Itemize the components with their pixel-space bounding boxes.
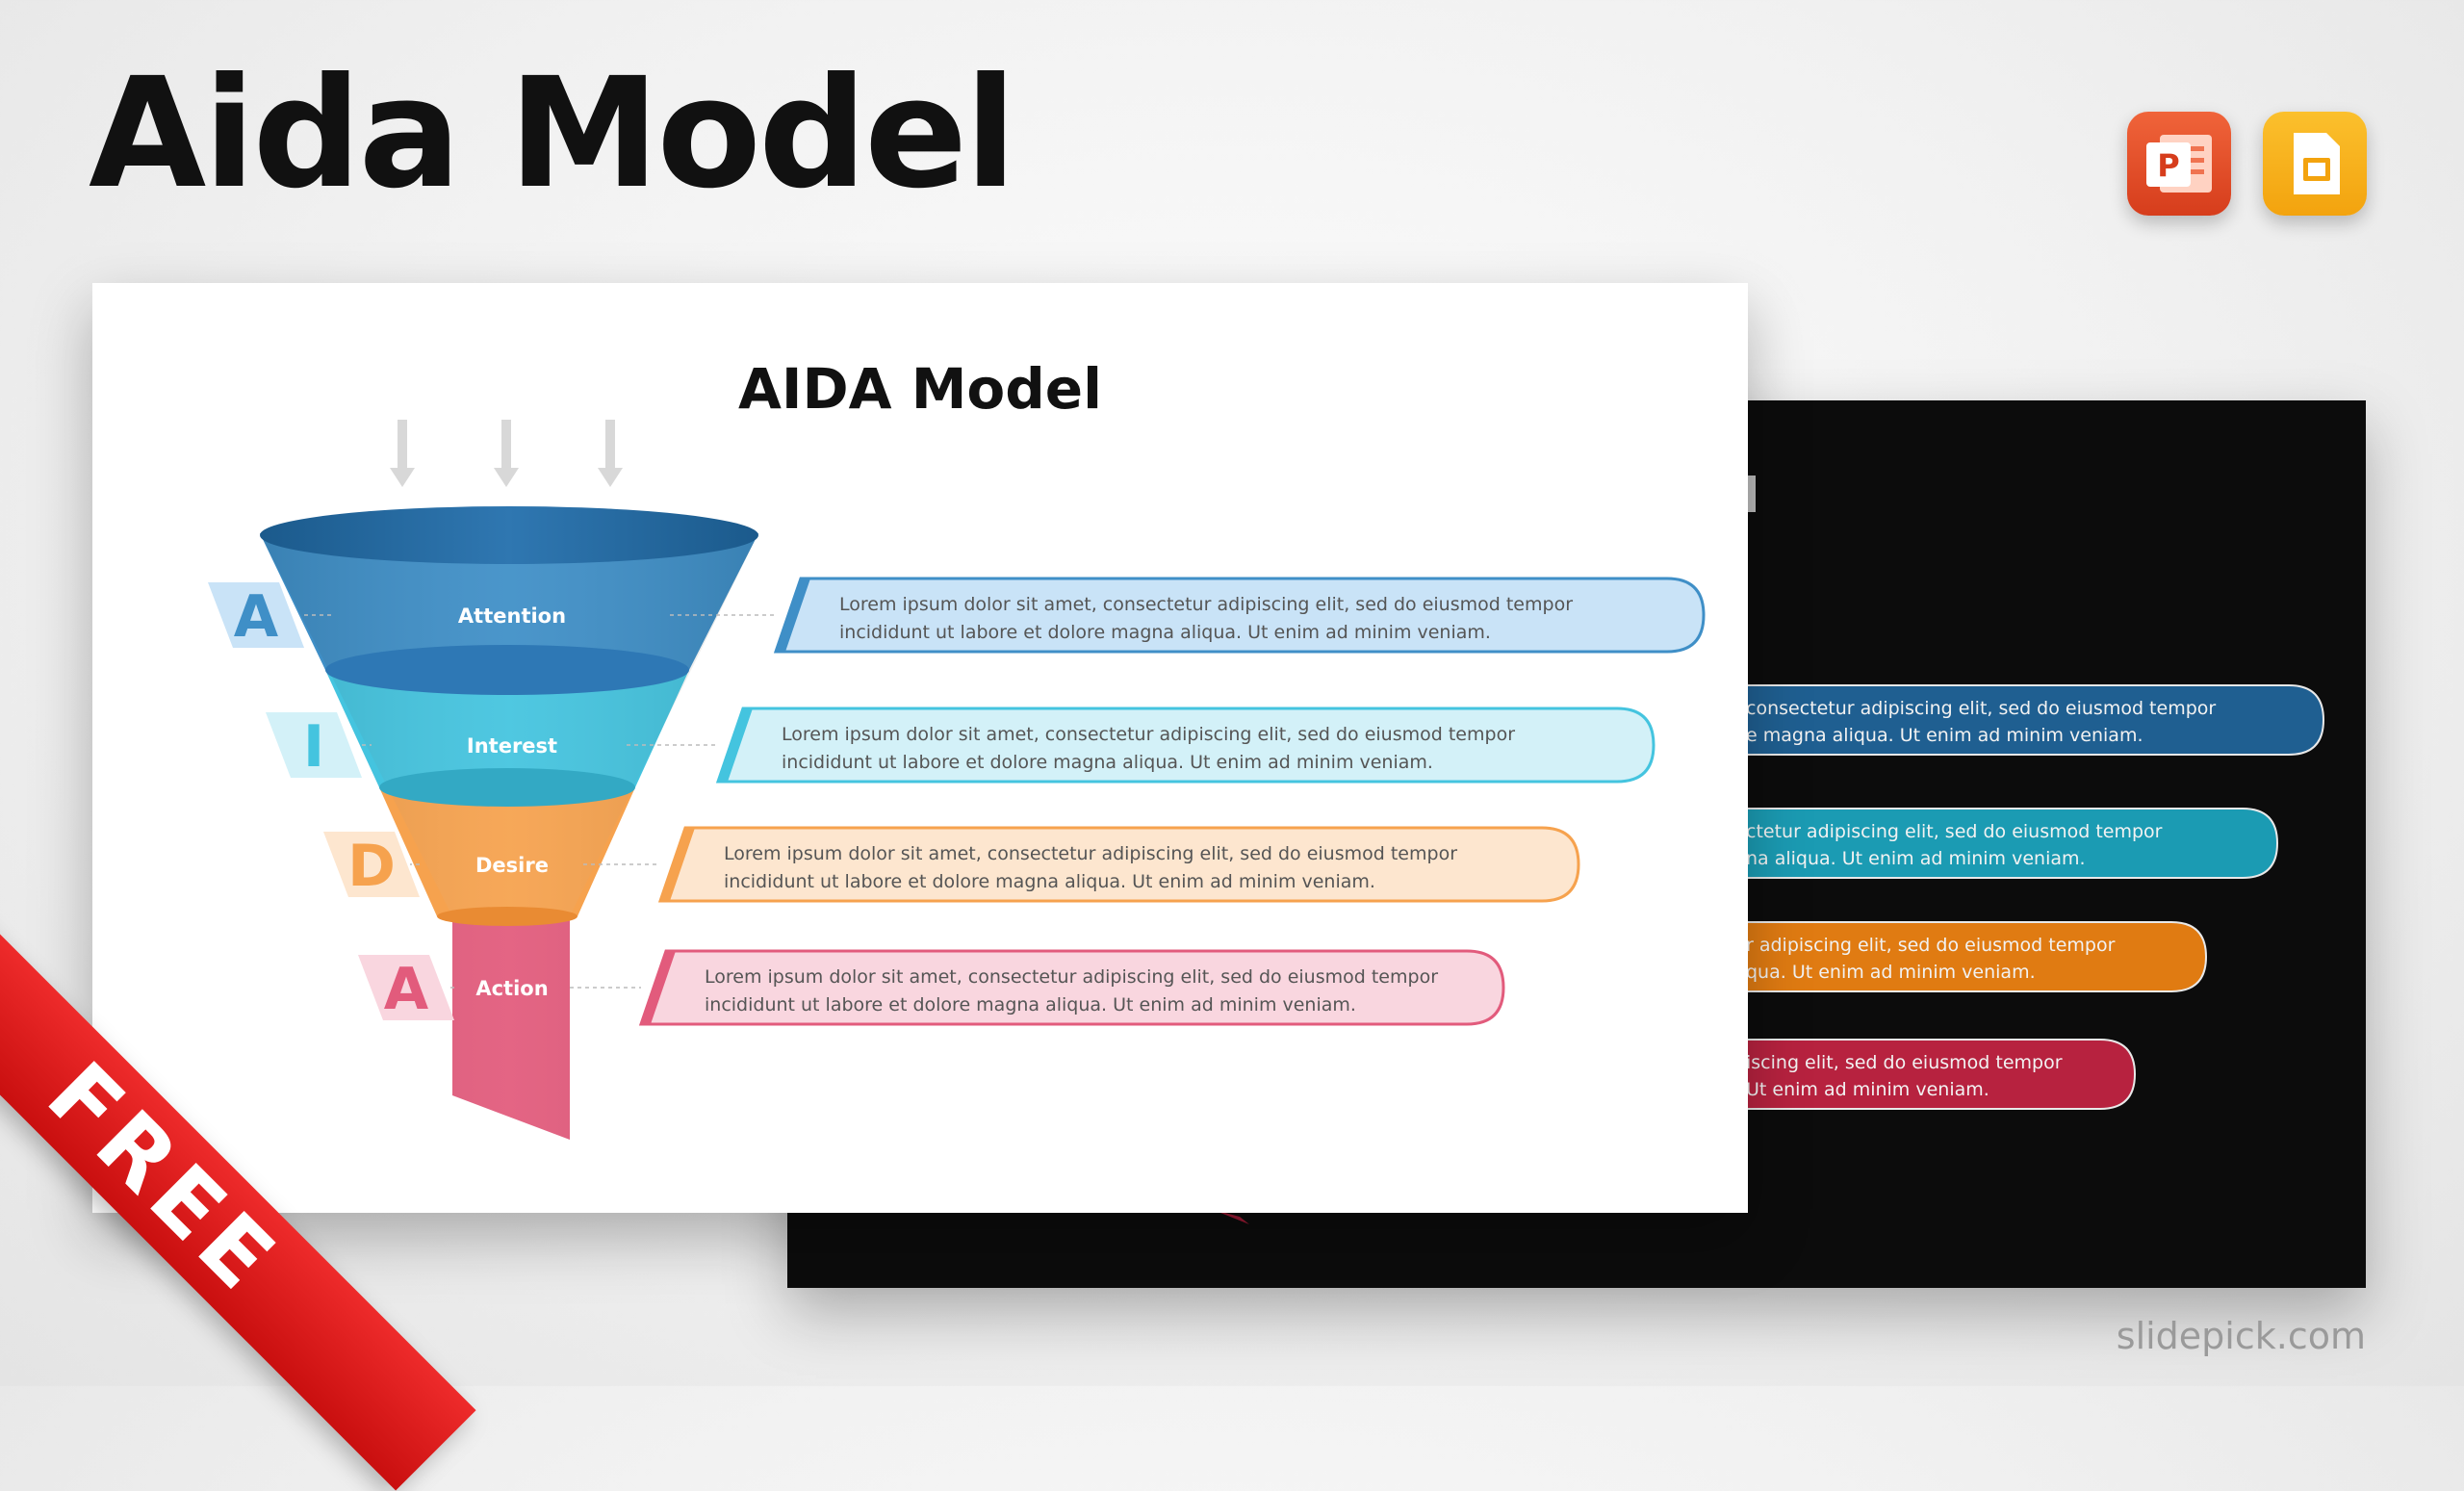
stage-description-bar — [657, 826, 1580, 903]
stage-description-line2: incididunt ut labore et dolore magna ali… — [782, 752, 1433, 773]
stage-row-action: A Action Lorem ipsum dolor sit amet, conse… — [358, 949, 1505, 1026]
bar-accent — [776, 578, 810, 652]
dark-bar-line1: ctetur adipiscing elit, sed do eiusmod t… — [1746, 821, 2163, 842]
stage-label: Interest — [467, 734, 557, 758]
stage-letter: A — [384, 956, 429, 1023]
stage-row-interest: I Interest Lorem ipsum dolor sit amet, con… — [266, 707, 1656, 784]
dark-stage-bar: iscing elit, sed do eiusmod tempor Ut eni… — [1710, 1039, 2137, 1110]
funnel-top-rim — [260, 506, 758, 564]
stage-letter-box — [208, 582, 304, 648]
stage-letter: A — [234, 583, 279, 651]
dark-bar-line2: e magna aliqua. Ut enim ad minim veniam. — [1746, 725, 2143, 746]
dark-bar-shape — [1710, 921, 2208, 992]
stage-description-line1: Lorem ipsum dolor sit amet, consectetur … — [724, 843, 1457, 864]
dark-bar-shape — [1710, 684, 2325, 756]
funnel-rim-1 — [325, 645, 689, 695]
slide-title: AIDA Model — [738, 356, 1102, 422]
dark-bar-line1: r adipiscing elit, sed do eiusmod tempor — [1746, 935, 2116, 956]
dark-funnel-fragment — [1211, 1209, 1249, 1224]
dark-bar-line2: qua. Ut enim ad minim veniam. — [1746, 962, 2036, 983]
dark-bar-line1: iscing elit, sed do eiusmod tempor — [1746, 1052, 2063, 1073]
down-arrow-icon — [598, 420, 623, 487]
stage-label: Desire — [475, 854, 549, 877]
powerpoint-icon[interactable]: P — [2127, 112, 2231, 216]
funnel-rim-3 — [437, 907, 578, 926]
stage-description-line1: Lorem ipsum dolor sit amet, consectetur … — [839, 594, 1573, 615]
stage-description-bar — [773, 577, 1706, 654]
page-title: Aida Model — [89, 45, 1016, 222]
dark-bar-shape — [1710, 1039, 2137, 1110]
stage-row-attention: A Attention Lorem ipsum dolor sit amet, co… — [208, 577, 1706, 654]
stage-label: Action — [475, 977, 548, 1000]
bar-accent — [718, 708, 753, 782]
dark-bar-line2: na aliqua. Ut enim ad minim veniam. — [1746, 848, 2086, 869]
dark-bar-line1: consectetur adipiscing elit, sed do eius… — [1746, 698, 2216, 719]
stage-letter: D — [347, 833, 396, 900]
down-arrow-icon — [390, 420, 415, 487]
stage-row-desire: D Desire Lorem ipsum dolor sit amet, conse… — [323, 826, 1580, 903]
stage-description-line2: incididunt ut labore et dolore magna ali… — [724, 871, 1375, 892]
dark-slide-graphic: consectetur adipiscing elit, sed do eius… — [1211, 476, 2325, 1224]
dark-bar-shape — [1710, 808, 2279, 879]
stage-letter-box — [358, 955, 454, 1020]
funnel-rim-2 — [379, 768, 635, 807]
bar-accent — [660, 828, 695, 901]
powerpoint-letter: P — [2157, 147, 2179, 184]
dark-title-fragment — [1748, 476, 1756, 512]
stage-description-line2: incididunt ut labore et dolore magna ali… — [839, 622, 1491, 643]
stage-label: Attention — [458, 604, 566, 628]
dark-stage-bar: consectetur adipiscing elit, sed do eius… — [1710, 684, 2325, 756]
stage-description-line1: Lorem ipsum dolor sit amet, consectetur … — [782, 724, 1515, 745]
stage-letter: I — [303, 713, 324, 781]
bar-accent — [641, 951, 676, 1024]
stage-description-line2: incididunt ut labore et dolore magna ali… — [705, 994, 1356, 1015]
stage-description-line1: Lorem ipsum dolor sit amet, consectetur … — [705, 966, 1438, 988]
watermark: slidepick.com — [2116, 1315, 2366, 1357]
google-slides-icon[interactable] — [2263, 112, 2367, 216]
dark-stage-bar: r adipiscing elit, sed do eiusmod tempor… — [1710, 921, 2208, 992]
stage-description-bar — [638, 949, 1505, 1026]
dark-bar-line2: Ut enim ad minim veniam. — [1746, 1079, 1989, 1100]
stage-letter-box — [266, 712, 362, 778]
stage-description-bar — [715, 707, 1656, 784]
dark-stage-bar: ctetur adipiscing elit, sed do eiusmod t… — [1710, 808, 2279, 879]
down-arrow-icon — [494, 420, 519, 487]
stage-letter-box — [323, 832, 420, 897]
